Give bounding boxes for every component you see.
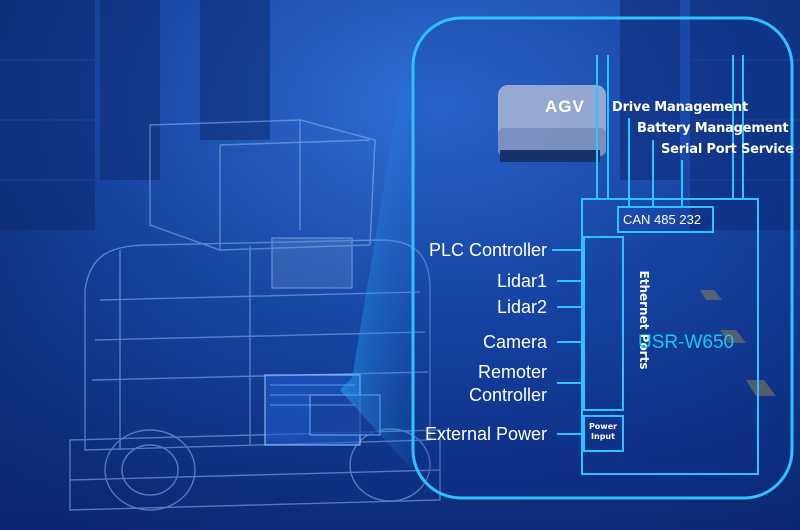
serial-port-service-label: Serial Port Service — [661, 142, 794, 157]
controller-label: Controller — [468, 385, 547, 405]
camera-label: Camera — [482, 332, 547, 352]
external-power-label: External Power — [424, 424, 547, 444]
lidar1-label: Lidar1 — [496, 271, 547, 291]
projection-beam — [340, 18, 412, 470]
can-485-232-box — [617, 206, 714, 233]
remoter-label: Remoter — [477, 362, 547, 382]
plc-controller-label: PLC Controller — [428, 240, 547, 260]
product-name: USR-W650 — [638, 332, 735, 353]
ethernet-ports-label: Ethernet Ports — [637, 270, 651, 370]
lidar2-label: Lidar2 — [496, 297, 547, 317]
agv-badge: AGV — [545, 97, 585, 116]
power-input-label: Power Input — [584, 422, 622, 442]
ethernet-ports-box — [583, 236, 624, 411]
battery-management-label: Battery Management — [637, 121, 789, 136]
power-label-line1: Power — [588, 422, 618, 431]
power-label-line2: Input — [591, 432, 615, 441]
floor-markings — [700, 290, 776, 396]
callout-frame — [411, 16, 794, 500]
drive-management-label: Drive Management — [612, 100, 748, 115]
bus-lines — [596, 55, 744, 207]
interface-connector-lines — [552, 249, 584, 435]
background-agv-robot — [498, 85, 606, 162]
device-box — [581, 198, 759, 475]
can-485-232-label: CAN 485 232 — [623, 212, 702, 227]
